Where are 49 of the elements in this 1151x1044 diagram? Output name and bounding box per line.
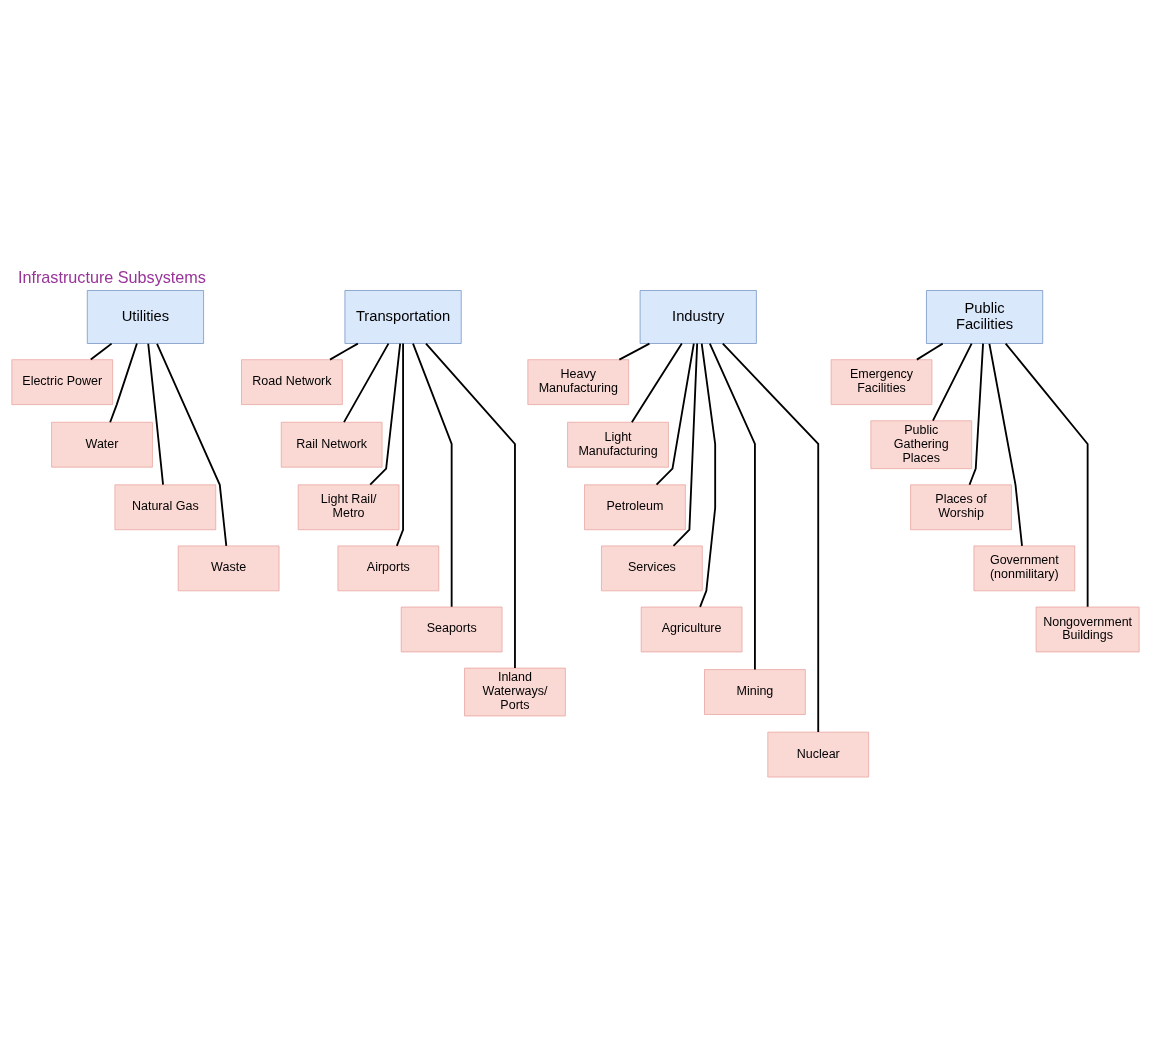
node-box: Electric Power — [11, 359, 114, 405]
node-box: Utilities — [86, 290, 204, 344]
connector — [329, 342, 359, 361]
node-box: Water — [51, 421, 153, 468]
diagram-title: Infrastructure Subsystems — [17, 267, 206, 286]
connector — [395, 342, 404, 547]
connector — [618, 342, 651, 361]
node-box: Places of Worship — [910, 484, 1012, 531]
node-box: Mining — [704, 669, 806, 715]
node-box: Industry — [639, 290, 757, 344]
node-box: Public Facilities — [926, 290, 1044, 344]
connector — [655, 342, 695, 486]
node-box: Inland Waterways/ Ports — [464, 667, 566, 717]
node-box: Airports — [337, 545, 440, 592]
node-box: Light Manufacturing — [567, 421, 669, 468]
connector — [147, 342, 164, 486]
connector — [988, 342, 1023, 547]
node-box: Light Rail/ Metro — [297, 484, 400, 531]
connector — [425, 342, 516, 669]
node-box: Natural Gas — [114, 484, 217, 531]
node-box: Seaports — [400, 606, 503, 653]
connector — [721, 342, 820, 733]
connector — [968, 342, 984, 486]
connector — [932, 342, 973, 422]
connector — [630, 342, 683, 424]
node-box: Heavy Manufacturing — [527, 359, 630, 405]
node-box: Nuclear — [767, 731, 869, 778]
node-box: Rail Network — [280, 421, 383, 468]
node-box: Waste — [177, 545, 280, 592]
connector — [699, 342, 717, 608]
node-box: Public Gathering Places — [870, 420, 973, 469]
connector — [708, 342, 756, 671]
connector — [89, 342, 113, 361]
node-box: Petroleum — [584, 484, 686, 531]
connector — [156, 342, 228, 547]
connector — [369, 342, 402, 486]
connector — [412, 342, 453, 608]
connector — [915, 342, 944, 361]
node-box: Road Network — [241, 359, 343, 405]
connector — [672, 342, 699, 547]
node-box: Government (nonmilitary) — [973, 545, 1076, 592]
node-box: Services — [601, 545, 703, 592]
connector — [109, 342, 138, 424]
connector — [343, 342, 390, 424]
connector — [1004, 342, 1089, 608]
node-box: Nongovernment Buildings — [1035, 606, 1140, 653]
node-box: Transportation — [344, 290, 462, 344]
node-box: Agriculture — [640, 606, 743, 653]
node-box: Emergency Facilities — [830, 359, 933, 405]
